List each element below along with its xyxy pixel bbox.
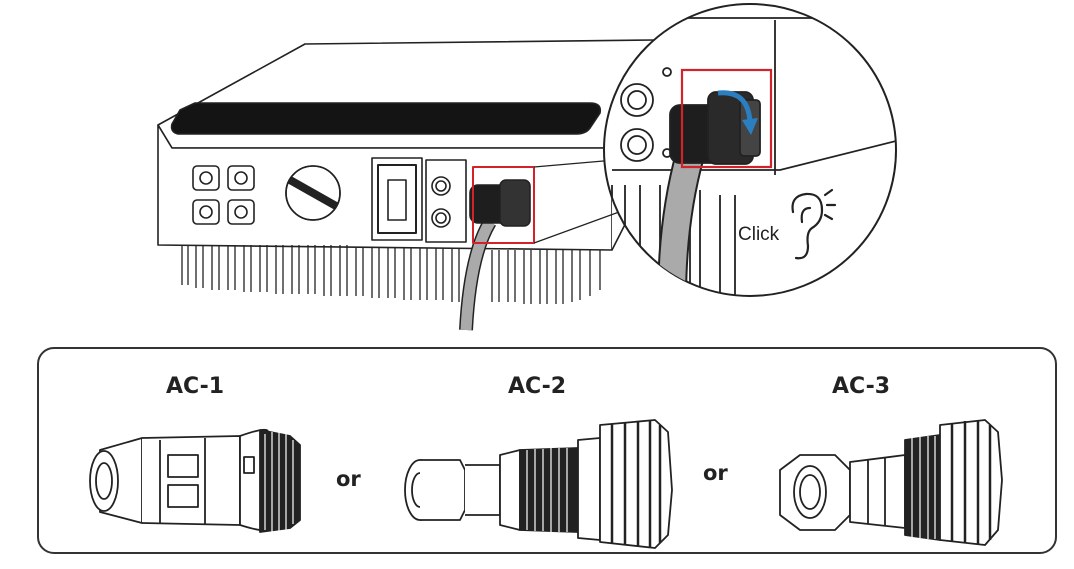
dc-switch-knob [285, 165, 341, 221]
ac3-label: AC-3 [832, 374, 890, 399]
or-separator-1: or [336, 467, 361, 491]
inverter-display-panel [170, 102, 602, 135]
dc-terminals [192, 165, 255, 225]
ac-connector-installed [469, 179, 531, 227]
ac2-label: AC-2 [508, 374, 566, 399]
ac1-connector-illustration [89, 428, 301, 533]
ac2-connector-illustration [404, 419, 673, 549]
zoom-guide-lines [533, 159, 631, 244]
ac-port-highlight [472, 166, 535, 244]
zoom-callout: Click [603, 3, 897, 297]
or-separator-2: or [703, 461, 728, 485]
cable-glands [425, 159, 467, 243]
ac1-label: AC-1 [166, 374, 224, 399]
ac-port-highlight-zoom [680, 68, 773, 169]
rotate-arrow-icon [717, 90, 753, 123]
comm-module [371, 157, 423, 241]
ac3-connector-illustration [779, 419, 1003, 546]
ear-icon [791, 188, 837, 260]
inverter-illustration [157, 39, 670, 331]
click-label: Click [738, 224, 780, 245]
heatsink-fins [181, 245, 601, 304]
